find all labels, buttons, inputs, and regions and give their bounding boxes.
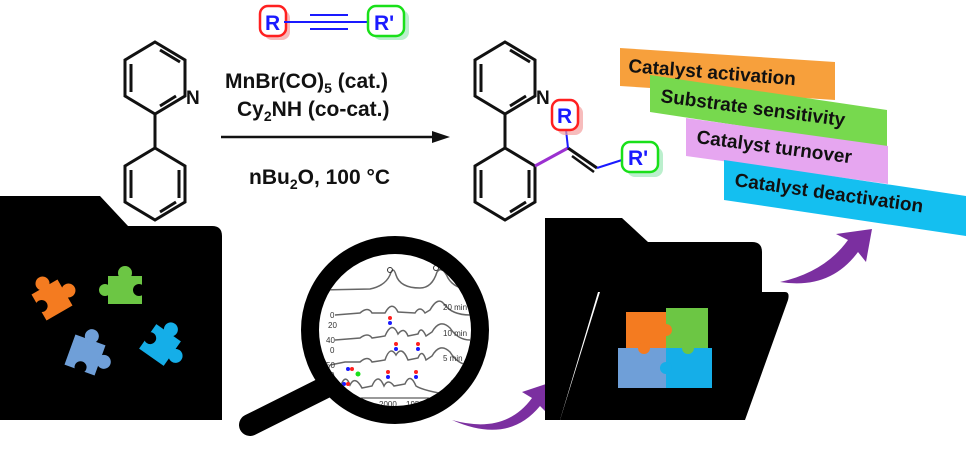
product-nitrogen: N bbox=[536, 88, 550, 109]
cocatalyst-text: Cy2NH (co-cat.) bbox=[237, 98, 390, 124]
svg-text:20 min: 20 min bbox=[443, 303, 467, 312]
svg-text:2000: 2000 bbox=[379, 400, 397, 409]
svg-text:5 min: 5 min bbox=[443, 354, 463, 363]
svg-text:0: 0 bbox=[330, 346, 335, 355]
puzzle-piece-icon bbox=[139, 322, 183, 366]
reactant-nitrogen: N bbox=[186, 88, 200, 109]
svg-text:40: 40 bbox=[326, 336, 335, 345]
assembled-puzzle-icon bbox=[618, 308, 712, 388]
svg-text:1950: 1950 bbox=[406, 400, 424, 409]
svg-text:50: 50 bbox=[326, 361, 335, 370]
purple-arrow-to-folder bbox=[452, 382, 552, 430]
r-prime-group-box bbox=[366, 4, 406, 38]
puzzle-piece-icon bbox=[64, 329, 111, 376]
svg-text:0: 0 bbox=[330, 311, 335, 320]
product-vinyl: R R' bbox=[534, 98, 663, 177]
product-r-group: R bbox=[557, 105, 572, 128]
product-molecule bbox=[473, 40, 537, 222]
alkyne-r-group: R bbox=[265, 12, 280, 35]
peak-markers bbox=[342, 265, 446, 386]
alkyne-reagent: R R' bbox=[258, 4, 409, 40]
puzzle-piece-icon bbox=[99, 266, 145, 304]
reactant-2-phenylpyridine bbox=[123, 40, 187, 222]
catalyst-text: MnBr(CO)5 (cat.) bbox=[225, 70, 388, 96]
purple-arrow-to-labels bbox=[780, 229, 872, 284]
closed-folder bbox=[0, 196, 222, 420]
alkyne-r-prime-group: R' bbox=[374, 12, 394, 35]
puzzle-piece-icon bbox=[31, 276, 76, 321]
svg-text:10 min: 10 min bbox=[443, 329, 467, 338]
scattered-puzzle-pieces bbox=[31, 266, 183, 376]
svg-text:20: 20 bbox=[328, 321, 337, 330]
solvent-text: nBu2O, 100 °C bbox=[249, 166, 390, 192]
magnifying-glass-icon: 20 min 10 min 5 min 1 min 2050 2000 1950… bbox=[239, 236, 489, 436]
product-r-prime-group: R' bbox=[628, 147, 648, 170]
reaction-arrow bbox=[221, 131, 450, 143]
